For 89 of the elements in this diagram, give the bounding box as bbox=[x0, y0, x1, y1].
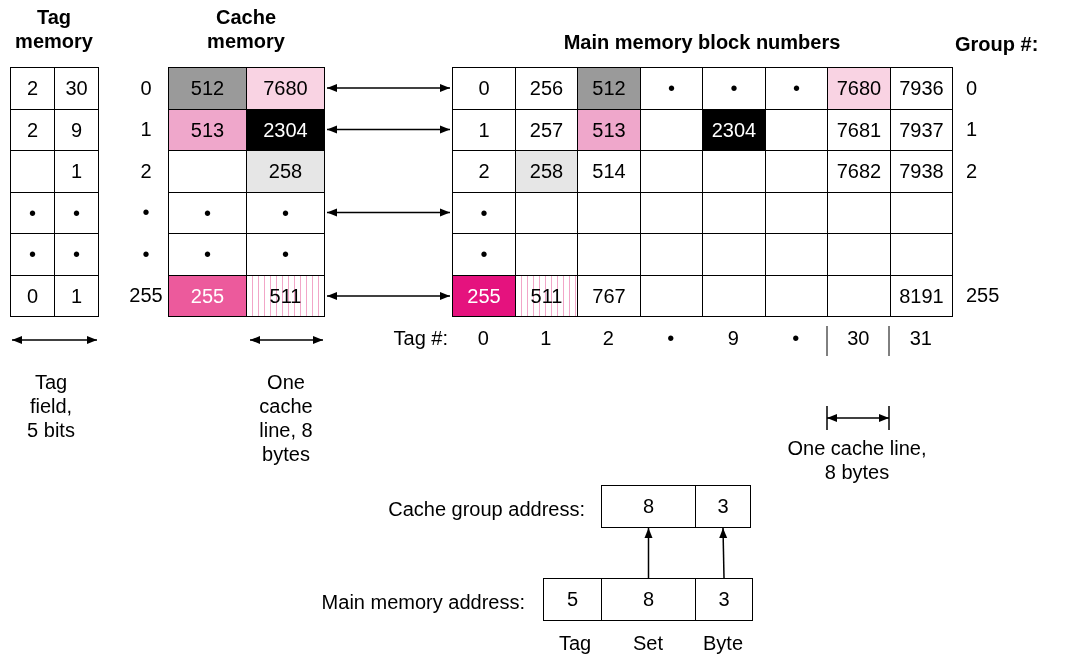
row-number: 0 bbox=[139, 75, 153, 100]
tag-number: 2 bbox=[601, 326, 615, 350]
memory-cell: • bbox=[702, 67, 765, 109]
memory-cell: • bbox=[246, 192, 325, 233]
memory-cell: 514 bbox=[577, 150, 640, 192]
memory-cell: 258 bbox=[246, 150, 325, 192]
memory-cell: 767 bbox=[577, 275, 640, 317]
memory-cell: 2304 bbox=[702, 109, 765, 150]
arrow bbox=[326, 125, 451, 134]
group-number: 1 bbox=[966, 117, 979, 142]
memory-cell: 255 bbox=[452, 275, 515, 317]
table-heading: Tag memory bbox=[14, 5, 94, 53]
tag-number: 31 bbox=[908, 326, 933, 350]
address-field: 8 bbox=[601, 485, 696, 528]
memory-cell: 1 bbox=[452, 109, 515, 150]
memory-cell: 1 bbox=[54, 150, 99, 192]
arrow bbox=[326, 84, 451, 92]
group-number: 255 bbox=[966, 283, 1001, 308]
memory-cell: 511 bbox=[515, 275, 577, 317]
arrow bbox=[644, 527, 653, 579]
tag-number: 1 bbox=[539, 326, 553, 350]
memory-cell: 1 bbox=[54, 275, 99, 317]
dimension-caption: One cache line, 8 bytes bbox=[786, 436, 928, 484]
memory-cell: 9 bbox=[54, 109, 99, 150]
table-heading: Cache memory bbox=[206, 5, 286, 53]
memory-cell: 512 bbox=[577, 67, 640, 109]
group-number: 2 bbox=[966, 158, 979, 183]
field-label: Main memory address: bbox=[320, 590, 525, 614]
memory-cell: 256 bbox=[515, 67, 577, 109]
memory-cell: • bbox=[168, 233, 246, 275]
memory-cell: 2 bbox=[452, 150, 515, 192]
row-number: 255 bbox=[128, 283, 164, 308]
field-name: Set bbox=[632, 631, 664, 655]
row-number: 1 bbox=[139, 117, 153, 142]
memory-cell: 7680 bbox=[246, 67, 325, 109]
memory-cell: • bbox=[640, 67, 702, 109]
memory-cell: 7682 bbox=[827, 150, 890, 192]
memory-cell: • bbox=[452, 233, 515, 275]
memory-cell: 511 bbox=[246, 275, 325, 317]
memory-cell: 7937 bbox=[890, 109, 953, 150]
arrow bbox=[719, 527, 728, 579]
memory-cell: 0 bbox=[452, 67, 515, 109]
arrow bbox=[326, 208, 451, 217]
memory-cell: • bbox=[10, 233, 54, 275]
memory-cell: • bbox=[168, 192, 246, 233]
memory-cell: • bbox=[54, 233, 99, 275]
memory-cell: • bbox=[452, 192, 515, 233]
table-heading: Main memory block numbers bbox=[562, 30, 842, 54]
column-heading: Group #: bbox=[955, 32, 1040, 56]
tag-number: 30 bbox=[846, 326, 871, 350]
memory-cell: 7936 bbox=[890, 67, 953, 109]
memory-cell: • bbox=[54, 192, 99, 233]
address-field: 3 bbox=[695, 578, 753, 621]
memory-cell: 0 bbox=[10, 275, 54, 317]
dimension-caption: One cache line, 8 bytes bbox=[258, 370, 314, 466]
address-field: 5 bbox=[543, 578, 602, 621]
arrow bbox=[326, 292, 451, 300]
dimension-caption: Tag field, 5 bits bbox=[26, 370, 76, 442]
memory-cell: 8191 bbox=[890, 275, 953, 317]
memory-cell: 2304 bbox=[246, 109, 325, 150]
row-heading: Tag #: bbox=[392, 326, 448, 350]
tag-number: 9 bbox=[726, 326, 740, 350]
memory-cell: 7680 bbox=[827, 67, 890, 109]
memory-cell: • bbox=[246, 233, 325, 275]
memory-cell: • bbox=[765, 67, 827, 109]
memory-cell: 2 bbox=[10, 67, 54, 109]
row-number: • bbox=[141, 241, 151, 266]
tag-number: 0 bbox=[476, 326, 490, 350]
memory-cell: 513 bbox=[577, 109, 640, 150]
memory-cell: • bbox=[10, 192, 54, 233]
field-name: Byte bbox=[702, 631, 744, 655]
row-number: 2 bbox=[139, 158, 153, 183]
memory-cell: 255 bbox=[168, 275, 246, 317]
tag-number: • bbox=[791, 326, 801, 350]
field-name: Tag bbox=[557, 631, 593, 655]
address-field: 3 bbox=[695, 485, 751, 528]
memory-cell: 30 bbox=[54, 67, 99, 109]
address-field: 8 bbox=[601, 578, 696, 621]
tag-number: • bbox=[666, 326, 676, 350]
memory-cell: 7938 bbox=[890, 150, 953, 192]
memory-cell: 257 bbox=[515, 109, 577, 150]
memory-cell: 2 bbox=[10, 109, 54, 150]
memory-cell: 7681 bbox=[827, 109, 890, 150]
row-number: • bbox=[141, 200, 151, 225]
field-label: Cache group address: bbox=[387, 497, 585, 521]
memory-cell: 258 bbox=[515, 150, 577, 192]
group-number: 0 bbox=[966, 75, 979, 100]
memory-cell: 513 bbox=[168, 109, 246, 150]
memory-cell: 512 bbox=[168, 67, 246, 109]
